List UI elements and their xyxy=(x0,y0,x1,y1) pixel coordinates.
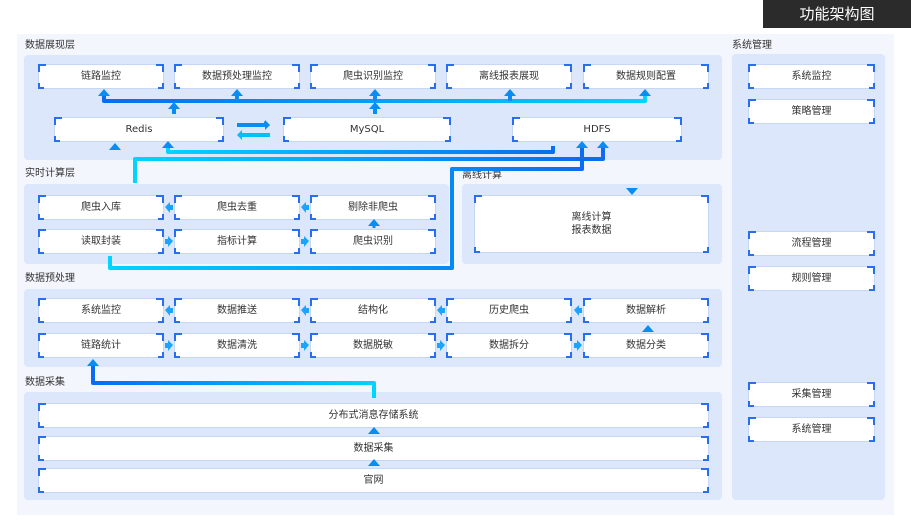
node-crawler-dedup[interactable]: 爬虫去重 xyxy=(174,195,300,220)
diagram-title: 功能架构图 xyxy=(763,0,911,28)
node-label-line2: 报表数据 xyxy=(571,225,612,236)
node-label: 历史爬虫 xyxy=(489,305,529,316)
node-data-clean[interactable]: 数据清洗 xyxy=(174,333,300,358)
node-data-mask[interactable]: 数据脱敏 xyxy=(310,333,436,358)
node-label: 数据脱敏 xyxy=(353,340,393,351)
node-mgmt-process[interactable]: 流程管理 xyxy=(748,231,875,256)
node-label: 策略管理 xyxy=(791,106,832,117)
node-data-parse[interactable]: 数据解析 xyxy=(583,298,709,323)
node-label: 读取封装 xyxy=(81,236,121,247)
node-read-wrap[interactable]: 读取封装 xyxy=(38,229,164,254)
node-hdfs[interactable]: HDFS xyxy=(512,117,682,142)
node-label: 结构化 xyxy=(358,305,388,316)
node-structurize[interactable]: 结构化 xyxy=(310,298,436,323)
section-label-presentation: 数据展现层 xyxy=(25,40,75,51)
node-label: 爬虫识别 xyxy=(353,236,393,247)
node-label: 数据清洗 xyxy=(217,340,257,351)
node-official-site[interactable]: 官网 xyxy=(38,468,709,493)
node-mysql[interactable]: MySQL xyxy=(283,117,451,142)
node-label: 官网 xyxy=(363,475,384,486)
node-label: 流程管理 xyxy=(791,238,832,249)
node-crawler-monitor[interactable]: 爬虫识别监控 xyxy=(310,64,436,89)
node-label: 分布式消息存储系统 xyxy=(328,410,419,421)
node-label: 系统监控 xyxy=(791,71,832,82)
node-label: 数据解析 xyxy=(626,305,666,316)
node-label: MySQL xyxy=(349,124,385,135)
node-history-crawler[interactable]: 历史爬虫 xyxy=(446,298,572,323)
node-label: 指标计算 xyxy=(217,236,257,247)
section-label-collection: 数据采集 xyxy=(25,377,65,388)
node-remove-non-crawler[interactable]: 剔除非爬虫 xyxy=(310,195,436,220)
node-mgmt-strategy[interactable]: 策略管理 xyxy=(748,99,875,124)
node-pre-sys-monitor[interactable]: 系统监控 xyxy=(38,298,164,323)
node-mgmt-system[interactable]: 系统管理 xyxy=(748,417,875,442)
node-label: 链路统计 xyxy=(81,340,121,351)
node-preprocess-monitor[interactable]: 数据预处理监控 xyxy=(174,64,300,89)
node-redis[interactable]: Redis xyxy=(54,117,224,142)
node-label: 剔除非爬虫 xyxy=(348,202,398,213)
node-label: 系统监控 xyxy=(81,305,121,316)
node-data-push[interactable]: 数据推送 xyxy=(174,298,300,323)
node-mgmt-sys-monitor[interactable]: 系统监控 xyxy=(748,64,875,89)
node-link-stats[interactable]: 链路统计 xyxy=(38,333,164,358)
node-mgmt-collect[interactable]: 采集管理 xyxy=(748,382,875,407)
node-crawler-store[interactable]: 爬虫入库 xyxy=(38,195,164,220)
node-data-split[interactable]: 数据拆分 xyxy=(446,333,572,358)
node-label: 链路监控 xyxy=(81,71,121,82)
node-label: 规则管理 xyxy=(791,273,832,284)
section-label-system-mgmt: 系统管理 xyxy=(732,40,772,51)
node-data-rule-config[interactable]: 数据规则配置 xyxy=(583,64,709,89)
node-data-collect[interactable]: 数据采集 xyxy=(38,436,709,461)
node-label: 爬虫入库 xyxy=(81,202,121,213)
node-label: HDFS xyxy=(583,124,611,135)
node-label-line1: 离线计算 xyxy=(571,212,612,223)
section-label-preprocess: 数据预处理 xyxy=(25,273,75,284)
node-label: 离线报表展现 xyxy=(479,71,539,82)
node-label: 采集管理 xyxy=(791,389,832,400)
node-metric-calc[interactable]: 指标计算 xyxy=(174,229,300,254)
node-distributed-mq[interactable]: 分布式消息存储系统 xyxy=(38,403,709,428)
node-label: 数据分类 xyxy=(626,340,666,351)
section-label-realtime: 实时计算层 xyxy=(25,168,75,179)
node-offline-report-data[interactable]: 离线计算 报表数据 xyxy=(474,195,709,253)
node-mgmt-rule[interactable]: 规则管理 xyxy=(748,266,875,291)
node-label: 数据预处理监控 xyxy=(202,71,272,82)
node-data-classify[interactable]: 数据分类 xyxy=(583,333,709,358)
node-label: 爬虫去重 xyxy=(217,202,257,213)
node-label: 数据拆分 xyxy=(489,340,529,351)
node-label: 数据规则配置 xyxy=(616,71,676,82)
node-offline-report-view[interactable]: 离线报表展现 xyxy=(446,64,572,89)
node-link-monitor[interactable]: 链路监控 xyxy=(38,64,164,89)
node-label: 爬虫识别监控 xyxy=(343,71,403,82)
section-label-offline: 离线计算 xyxy=(462,170,502,181)
node-label: 数据采集 xyxy=(353,443,394,454)
node-label: 数据推送 xyxy=(217,305,257,316)
node-label: Redis xyxy=(125,124,153,135)
node-crawler-identify[interactable]: 爬虫识别 xyxy=(310,229,436,254)
node-label: 系统管理 xyxy=(791,424,832,435)
